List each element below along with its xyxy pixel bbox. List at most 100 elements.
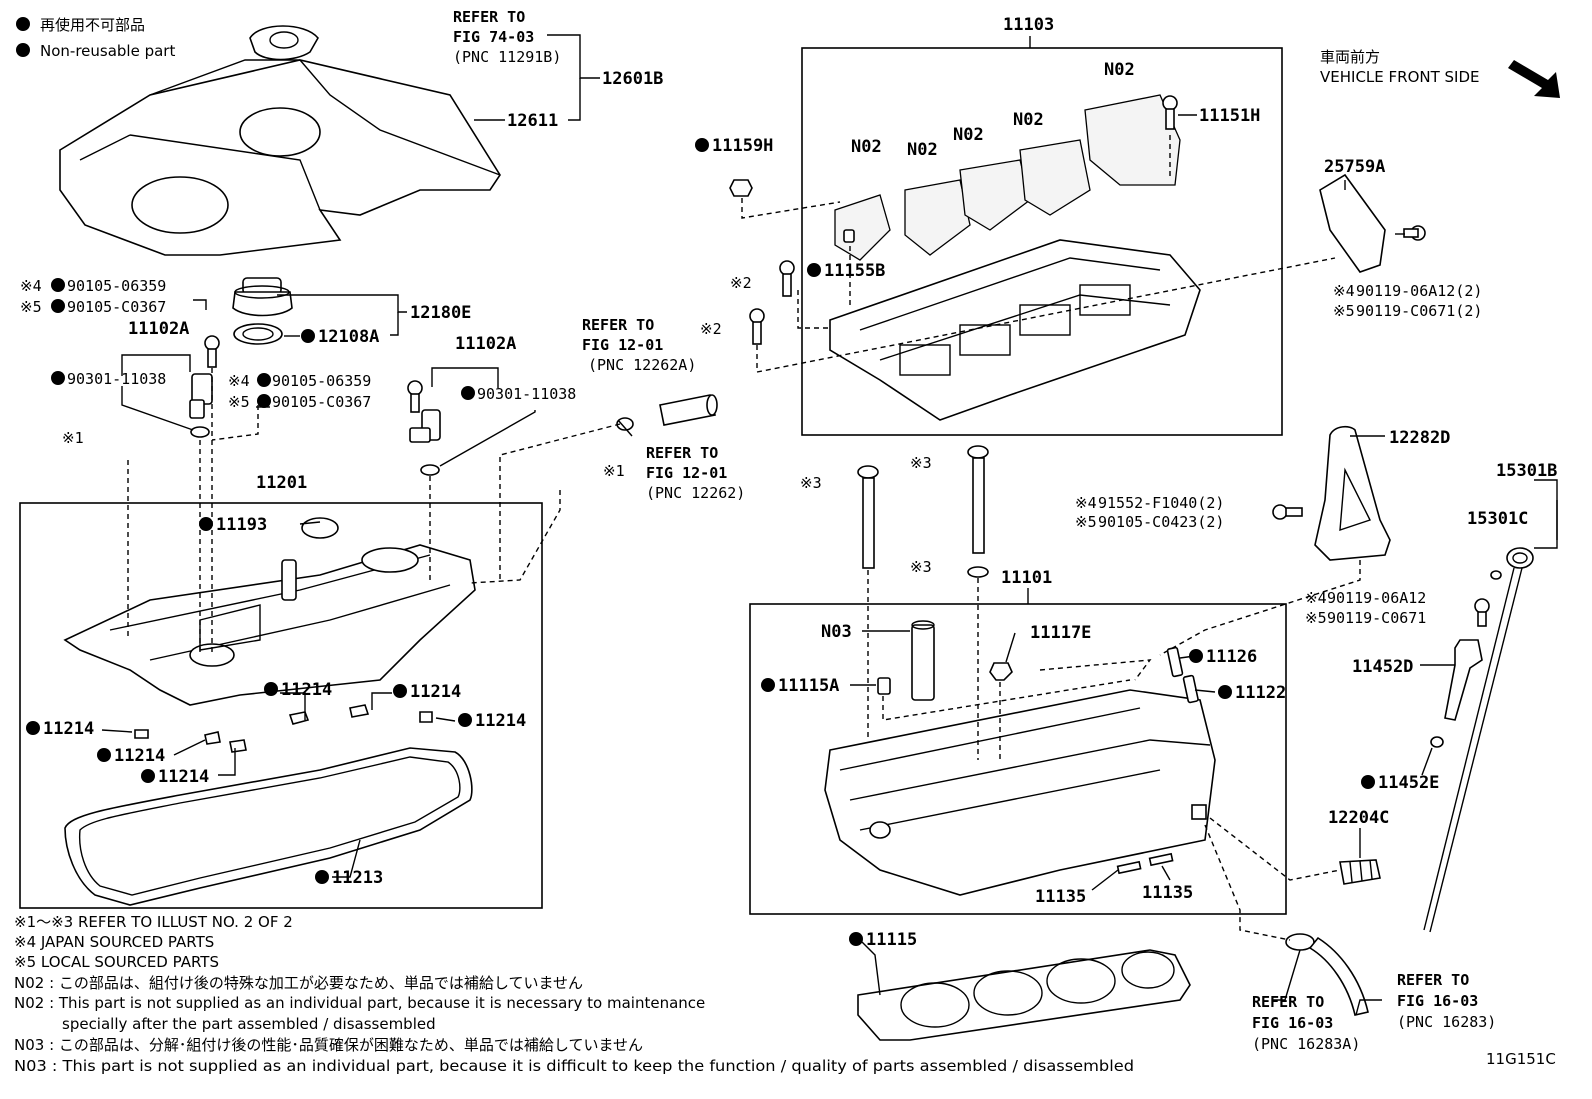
- label-90301-11038-left[interactable]: 90301-11038: [67, 370, 166, 388]
- pin-11155B[interactable]: [843, 229, 855, 243]
- ref-fig-12-01-a-line2[interactable]: FIG 12-01: [582, 336, 663, 354]
- label-11122[interactable]: 11122: [1235, 683, 1286, 703]
- cylinder-head-11101[interactable]: [824, 689, 1216, 896]
- label-15301B[interactable]: 15301B: [1496, 461, 1557, 481]
- ref-fig-16-03-a-line1[interactable]: REFER TO: [1252, 993, 1324, 1011]
- bolt-90105-left[interactable]: [204, 335, 220, 368]
- cylinder-head-box: [749, 603, 1287, 915]
- ref-fig-16-03-b-line2[interactable]: FIG 16-03: [1397, 992, 1478, 1010]
- label-11193[interactable]: 11193: [216, 515, 267, 535]
- label-90105-C0367-left[interactable]: 90105-C0367: [67, 298, 166, 316]
- label-11135-b[interactable]: 11135: [1142, 883, 1193, 903]
- ref-fig-12-01-b-line3[interactable]: (PNC 12262): [646, 484, 745, 502]
- label-90119-06A12-2[interactable]: 90119-06A12(2): [1356, 282, 1482, 300]
- label-11214-c[interactable]: 11214: [475, 711, 526, 731]
- label-11452D[interactable]: 11452D: [1352, 657, 1413, 677]
- label-11452E[interactable]: 11452E: [1378, 773, 1439, 793]
- plug-11115A[interactable]: [877, 677, 891, 695]
- dowel-N03[interactable]: [911, 620, 935, 701]
- cam-position-sensor-left[interactable]: [189, 373, 213, 438]
- label-11155B[interactable]: 11155B: [824, 261, 885, 281]
- label-11201[interactable]: 11201: [256, 473, 307, 493]
- engine-hanger-12282D[interactable]: [1314, 425, 1391, 561]
- label-11115[interactable]: 11115: [866, 930, 917, 950]
- label-90105-06359-left[interactable]: 90105-06359: [67, 277, 166, 295]
- oil-filler-cap-12180E[interactable]: [232, 277, 293, 317]
- ref-fig-12-01-a-line1[interactable]: REFER TO: [582, 316, 654, 334]
- label-12204C[interactable]: 12204C: [1328, 808, 1389, 828]
- label-11214-d[interactable]: 11214: [43, 719, 94, 739]
- label-11101[interactable]: 11101: [1001, 568, 1052, 588]
- label-11103[interactable]: 11103: [1003, 15, 1054, 35]
- label-15301C[interactable]: 15301C: [1467, 509, 1528, 529]
- ref-fig-16-03-b-line1[interactable]: REFER TO: [1397, 971, 1469, 989]
- head-gasket-11115[interactable]: [857, 949, 1191, 1041]
- label-90119-06A12[interactable]: 90119-06A12: [1327, 589, 1426, 607]
- ref-fig-12-01-a-line3[interactable]: (PNC 12262A): [588, 356, 696, 374]
- bracket-25759A[interactable]: [1319, 173, 1386, 273]
- pins-11135[interactable]: [1116, 852, 1174, 875]
- pcv-clamp[interactable]: [616, 417, 634, 437]
- oil-filler-gasket-12108A[interactable]: [233, 323, 283, 345]
- cam-position-sensor-right[interactable]: [409, 409, 441, 476]
- cylinder-head-cover-11201[interactable]: [63, 517, 476, 706]
- label-11126[interactable]: 11126: [1206, 647, 1257, 667]
- head-bolts-note3[interactable]: [857, 445, 989, 578]
- engine-cover-12611[interactable]: [59, 25, 501, 256]
- camshaft-housing-11103[interactable]: [829, 239, 1201, 421]
- pin-11126[interactable]: [1166, 646, 1184, 678]
- label-12601B[interactable]: 12601B: [602, 69, 663, 89]
- label-11117E[interactable]: 11117E: [1030, 623, 1091, 643]
- bolts-note2[interactable]: [749, 260, 795, 345]
- label-90119-C0671-2[interactable]: 90119-C0671(2): [1356, 302, 1482, 320]
- camshaft-bearing-caps-N02[interactable]: [834, 94, 1181, 261]
- label-91552-F1040[interactable]: 91552-F1040(2): [1098, 494, 1224, 512]
- label-12180E[interactable]: 12180E: [410, 303, 471, 323]
- bolt-90119-06A12[interactable]: [1474, 598, 1490, 627]
- ref-fig-74-03-line2[interactable]: FIG 74-03: [453, 28, 534, 46]
- ref-fig-74-03-line1[interactable]: REFER TO: [453, 8, 525, 26]
- label-11214-b[interactable]: 11214: [410, 682, 461, 702]
- bolt-90105-right[interactable]: [407, 380, 423, 413]
- label-25759A[interactable]: 25759A: [1324, 157, 1385, 177]
- label-11151H[interactable]: 11151H: [1199, 106, 1260, 126]
- ref-fig-12-01-b-line2[interactable]: FIG 12-01: [646, 464, 727, 482]
- label-11214-e[interactable]: 11214: [114, 746, 165, 766]
- label-90301-11038-right[interactable]: 90301-11038: [477, 385, 576, 403]
- label-11135-a[interactable]: 11135: [1035, 887, 1086, 907]
- ref-fig-12-01-b-line1[interactable]: REFER TO: [646, 444, 718, 462]
- plug-11117E[interactable]: [989, 662, 1013, 681]
- label-n02-d: N02: [1013, 110, 1044, 130]
- label-12611[interactable]: 12611: [507, 111, 558, 131]
- ref-fig-16-03-a-line2[interactable]: FIG 16-03: [1252, 1014, 1333, 1032]
- label-11102A-left[interactable]: 11102A: [128, 319, 189, 339]
- label-11213[interactable]: 11213: [332, 868, 383, 888]
- label-90105-06359-right[interactable]: 90105-06359: [272, 372, 371, 390]
- gasket-11214-set[interactable]: [134, 704, 433, 753]
- bolt-91552-F1040[interactable]: [1272, 504, 1303, 520]
- label-12108A[interactable]: 12108A: [318, 327, 379, 347]
- label-11214-f[interactable]: 11214: [158, 767, 209, 787]
- pcv-hose[interactable]: [659, 394, 718, 426]
- ref-fig-74-03-line3[interactable]: (PNC 11291B): [453, 48, 561, 66]
- oil-dipstick-15301C[interactable]: [1423, 547, 1534, 933]
- bolt-11151H[interactable]: [1162, 95, 1178, 130]
- label-11115A[interactable]: 11115A: [778, 676, 839, 696]
- label-11214-a[interactable]: 11214: [281, 680, 332, 700]
- label-11102A-right[interactable]: 11102A: [455, 334, 516, 354]
- fitting-12204C[interactable]: [1339, 859, 1381, 885]
- nut-11159H[interactable]: [729, 179, 753, 197]
- label-12282D[interactable]: 12282D: [1389, 428, 1450, 448]
- bolt-90119-06A12-pair[interactable]: [1403, 225, 1426, 241]
- ref-fig-16-03-a-line3[interactable]: (PNC 16283A): [1252, 1035, 1360, 1053]
- label-11159H[interactable]: 11159H: [712, 136, 773, 156]
- label-90105-C0367-right[interactable]: 90105-C0367: [272, 393, 371, 411]
- ref-fig-16-03-b-line3[interactable]: (PNC 16283): [1397, 1013, 1496, 1031]
- label-90105-C0423[interactable]: 90105-C0423(2): [1098, 513, 1224, 531]
- hose-pnc-16283[interactable]: [1285, 933, 1369, 1016]
- head-cover-gasket-11213[interactable]: [64, 747, 473, 906]
- oil-gauge-guide-11452D[interactable]: [1444, 639, 1483, 721]
- pin-11122[interactable]: [1182, 674, 1199, 704]
- o-ring-11452E[interactable]: [1430, 736, 1444, 748]
- label-90119-C0671[interactable]: 90119-C0671: [1327, 609, 1426, 627]
